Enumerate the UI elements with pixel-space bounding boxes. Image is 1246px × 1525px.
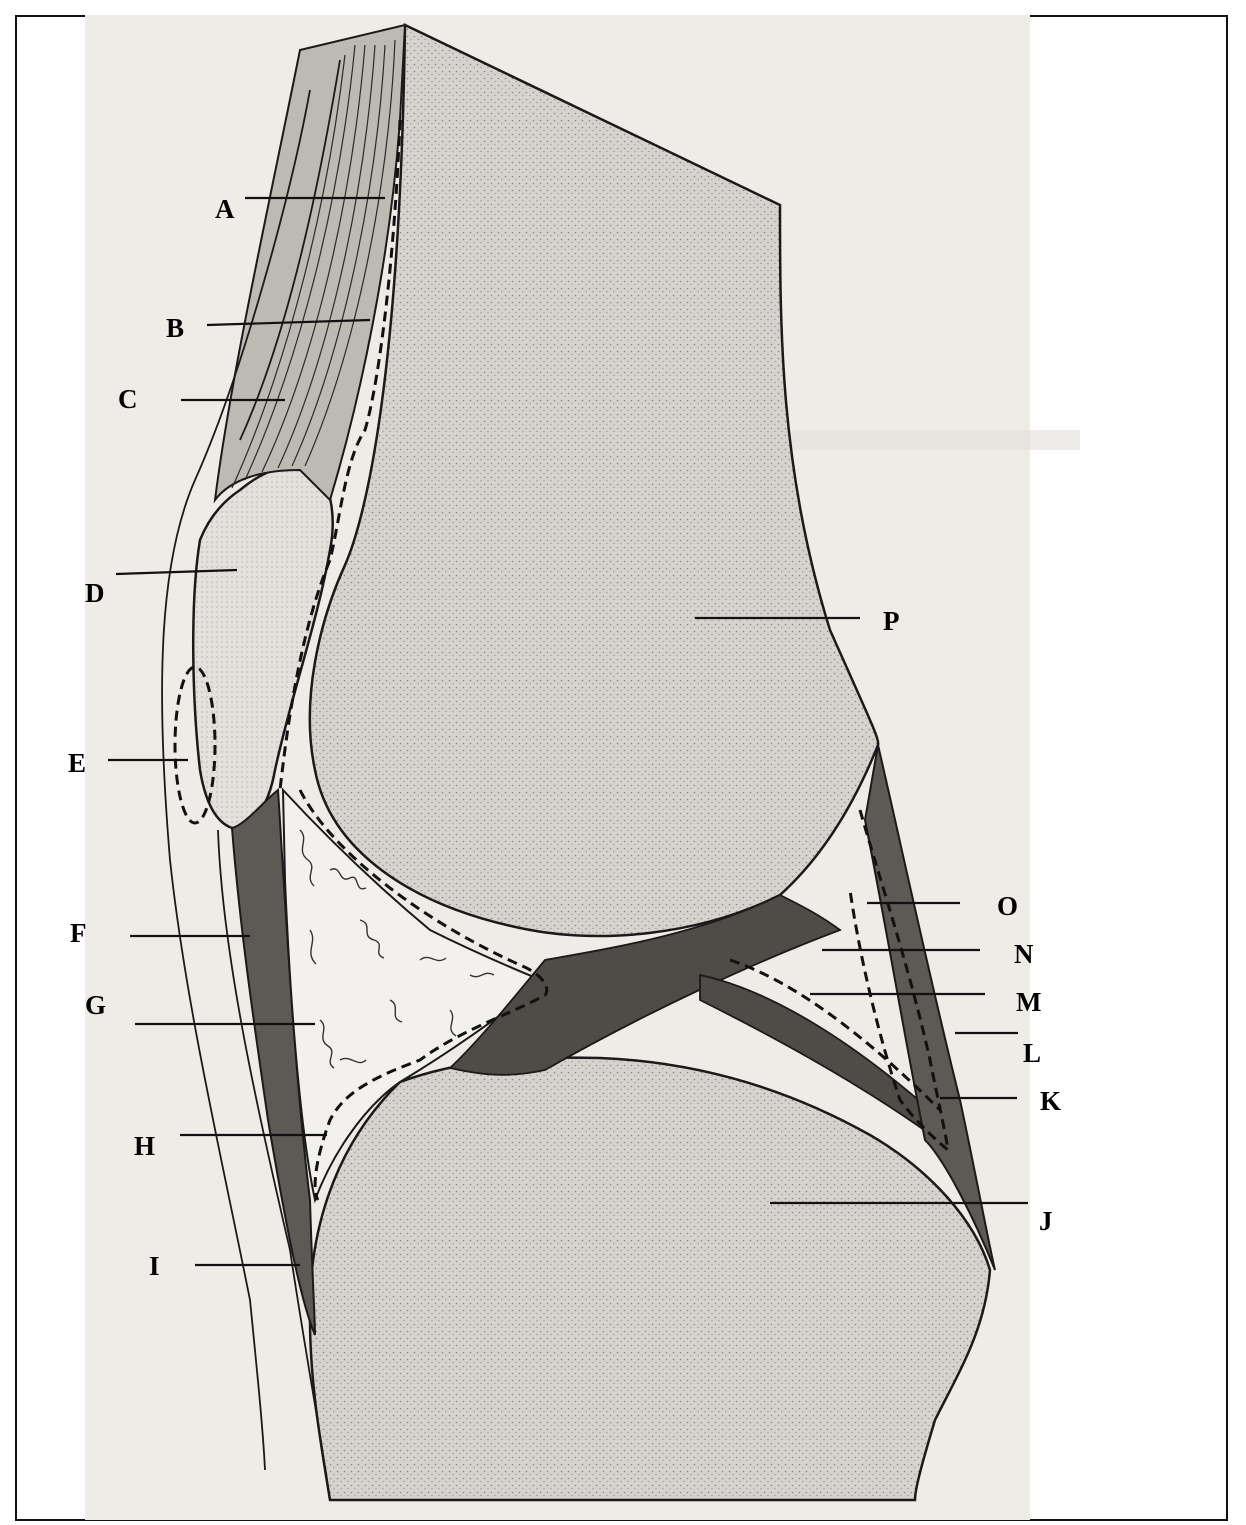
label-P: P xyxy=(883,608,900,635)
label-B: B xyxy=(166,315,184,342)
label-E: E xyxy=(68,750,86,777)
label-J: J xyxy=(1039,1208,1053,1235)
label-F: F xyxy=(70,920,87,947)
label-N: N xyxy=(1014,941,1034,968)
label-I: I xyxy=(149,1253,160,1280)
label-G: G xyxy=(85,992,106,1019)
label-K: K xyxy=(1040,1088,1061,1115)
label-C: C xyxy=(118,386,138,413)
label-D: D xyxy=(85,580,105,607)
paper-shadow-right xyxy=(780,430,1080,450)
label-A: A xyxy=(215,196,235,223)
label-O: O xyxy=(997,893,1018,920)
label-L: L xyxy=(1023,1040,1041,1067)
label-H: H xyxy=(134,1133,155,1160)
label-M: M xyxy=(1016,989,1041,1016)
